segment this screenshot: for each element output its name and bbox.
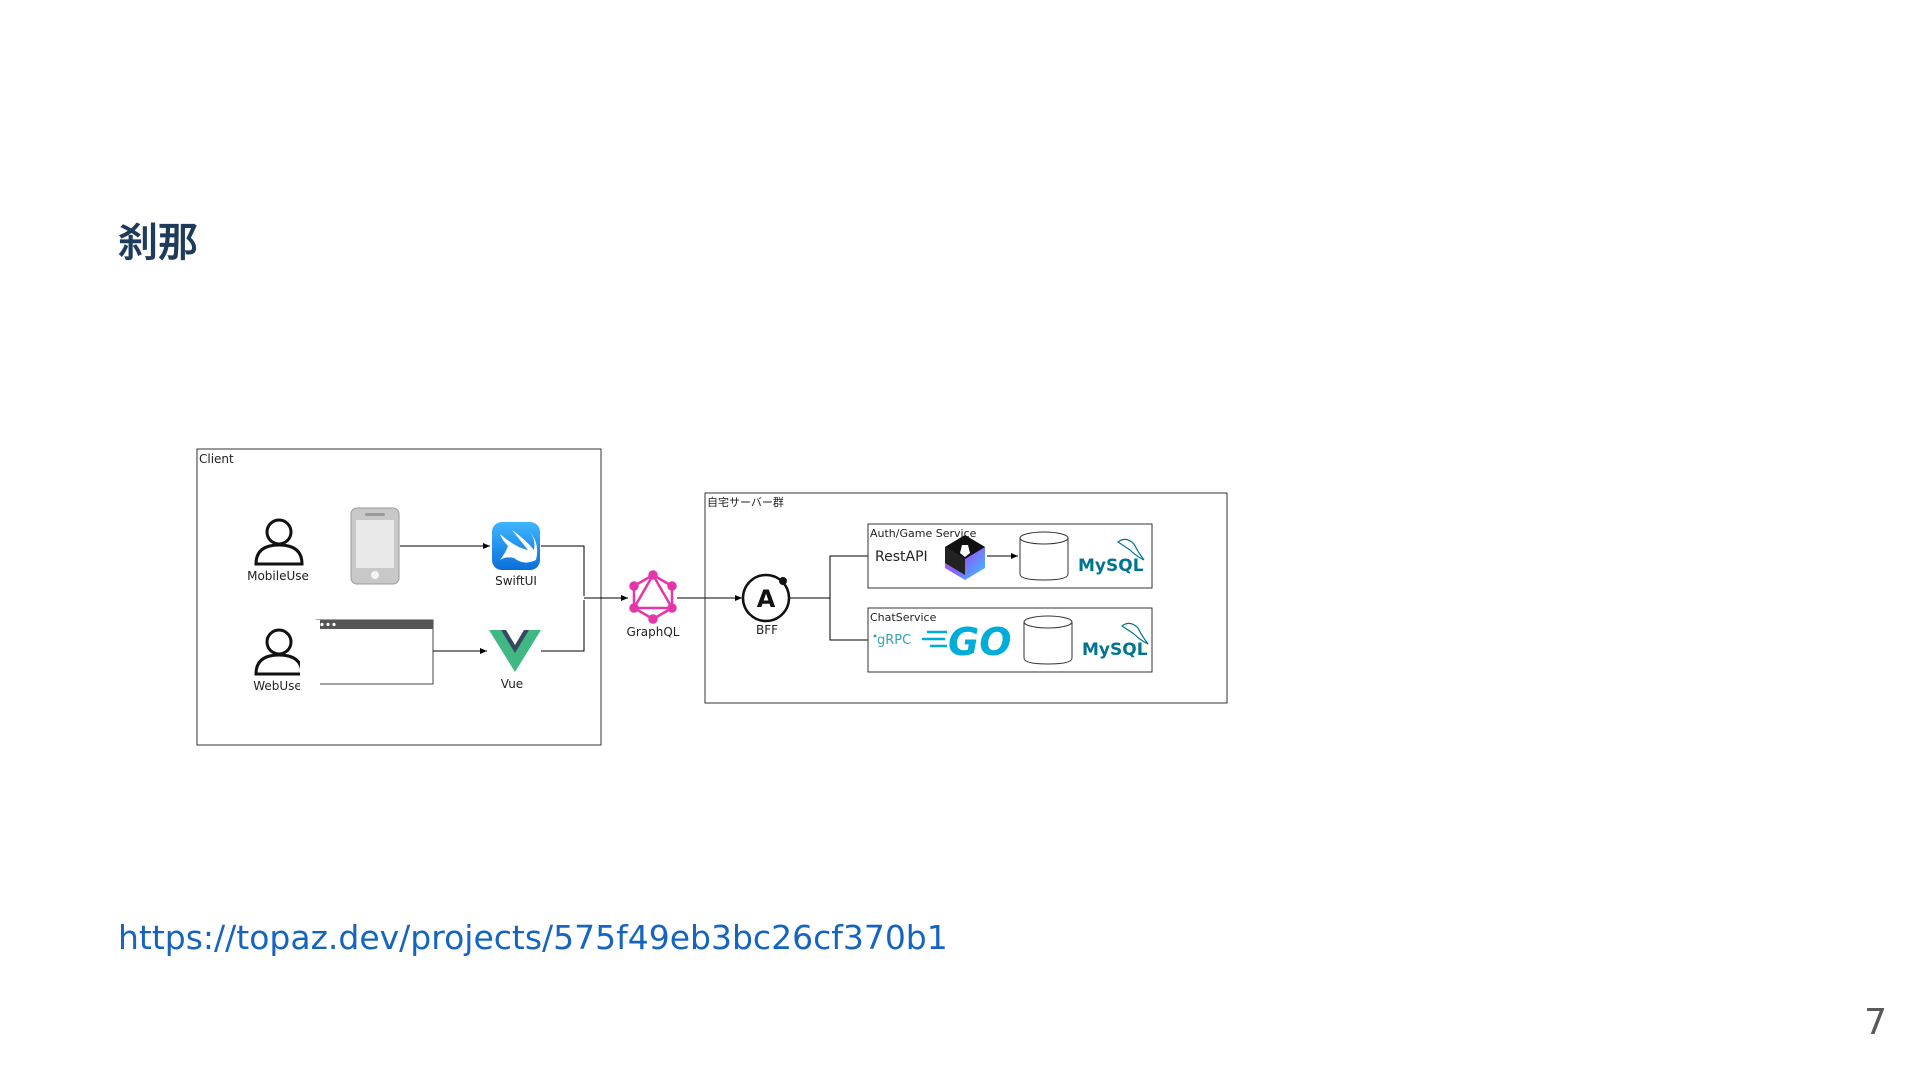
framework-cube-icon bbox=[945, 535, 985, 580]
chat-service-box bbox=[867, 607, 1153, 673]
connector-vue-to-graphql bbox=[541, 600, 585, 652]
svg-text:gRPC: gRPC bbox=[877, 633, 911, 648]
auth-service-label: Auth/Game Service bbox=[870, 527, 977, 540]
connector-bff-to-auth bbox=[829, 555, 868, 598]
auth-database-icon bbox=[1019, 531, 1069, 581]
web-user-icon bbox=[254, 628, 304, 676]
browser-window-icon bbox=[315, 619, 434, 685]
auth-service-box bbox=[867, 523, 1153, 589]
connector-bff-to-chat bbox=[829, 598, 868, 641]
swiftui-icon bbox=[492, 522, 540, 570]
page-number: 7 bbox=[1864, 1002, 1887, 1043]
vue-icon bbox=[489, 630, 541, 672]
chat-database-icon bbox=[1023, 615, 1073, 665]
vue-label: Vue bbox=[501, 677, 523, 691]
graphql-label: GraphQL bbox=[627, 625, 680, 639]
mysql-logo-1: MySQL bbox=[1078, 538, 1145, 576]
swiftui-label: SwiftUI bbox=[495, 574, 537, 588]
bff-label: BFF bbox=[756, 623, 778, 637]
svg-text:MySQL: MySQL bbox=[1078, 556, 1144, 576]
svg-text:A: A bbox=[757, 585, 776, 613]
mobile-user-label: MobileUse bbox=[247, 569, 309, 583]
grpc-logo: gRPC bbox=[873, 633, 911, 648]
client-group-box bbox=[196, 448, 602, 746]
project-link[interactable]: https://topaz.dev/projects/575f49eb3bc26… bbox=[118, 918, 948, 957]
connector-swiftui-to-graphql bbox=[541, 545, 585, 596]
web-user-label: WebUser bbox=[253, 679, 307, 693]
mobile-user-icon bbox=[254, 518, 304, 566]
server-group-label: 自宅サーバー群 bbox=[707, 495, 784, 509]
svg-text:MySQL: MySQL bbox=[1082, 640, 1148, 660]
apollo-bff-icon: A bbox=[741, 573, 791, 623]
go-logo: GO bbox=[922, 620, 1012, 664]
rest-api-label: RestAPI bbox=[875, 549, 928, 565]
smartphone-icon bbox=[350, 507, 400, 585]
graphql-icon bbox=[629, 570, 677, 624]
server-group-box bbox=[704, 492, 1228, 704]
client-group-label: Client bbox=[199, 452, 234, 466]
svg-text:GO: GO bbox=[948, 620, 1012, 664]
mysql-logo-2: MySQL bbox=[1082, 622, 1149, 660]
slide-title: 刹那 bbox=[118, 220, 198, 266]
chat-service-label: ChatService bbox=[870, 611, 937, 624]
